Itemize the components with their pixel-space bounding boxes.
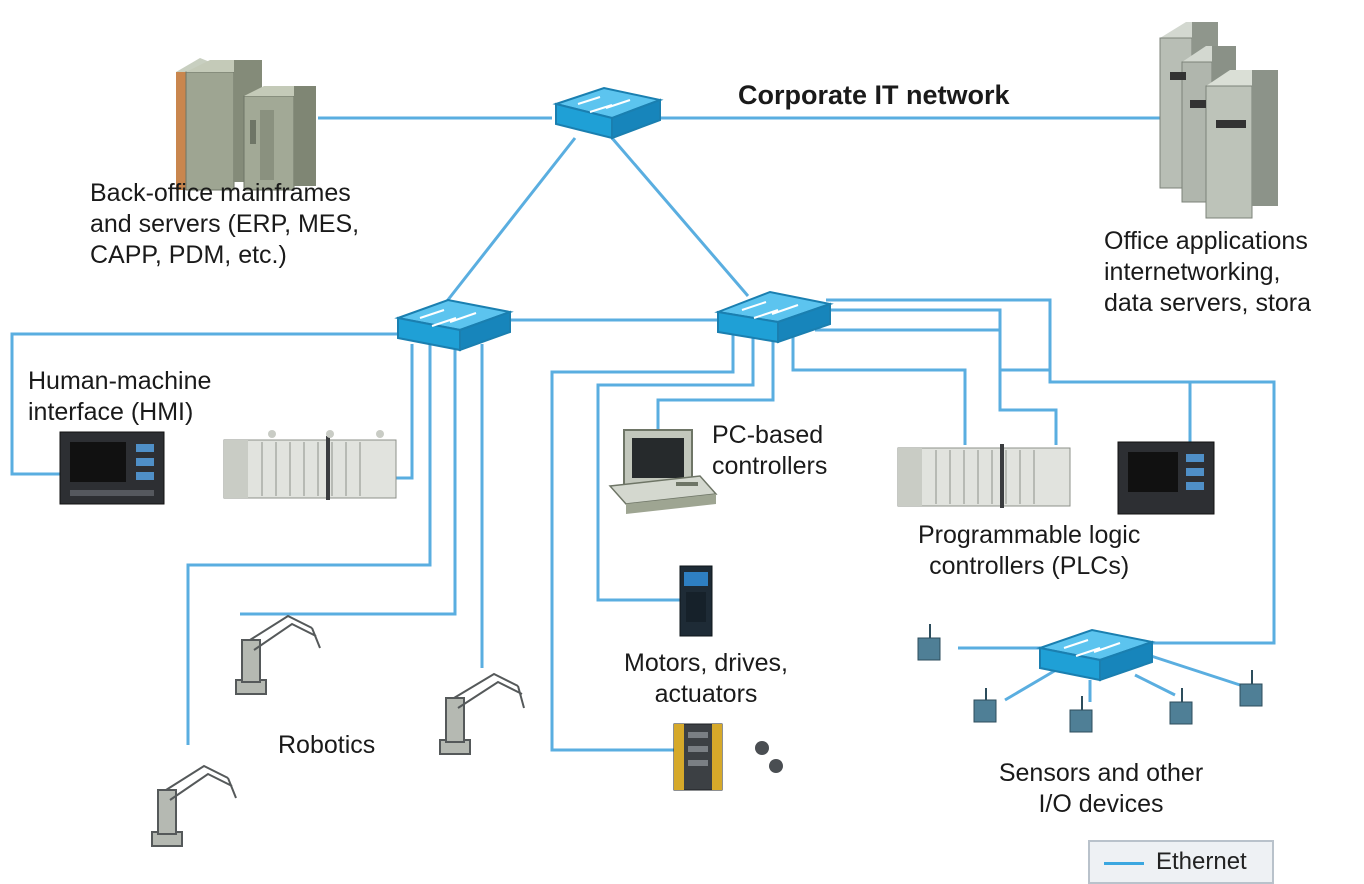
legend-ethernet-line (1104, 862, 1144, 865)
cable-pc (656, 334, 775, 430)
cable-plc-right-2 (815, 328, 1058, 445)
corporate-network-title: Corporate IT network (738, 80, 1010, 110)
sensor-icon-2 (973, 688, 997, 723)
pc-controller-icon (608, 429, 718, 514)
cable-sensor-5 (1147, 653, 1241, 687)
robot-arm-icon-2 (439, 672, 525, 755)
pc-controllers-line-2: controllers (712, 452, 828, 480)
sensor-icon-4 (1169, 688, 1193, 725)
cable-core-switch-left (438, 137, 577, 311)
sensors-label: Sensors and other I/O devices (970, 758, 1232, 820)
motors-line-2: actuators (654, 680, 758, 708)
office-apps-label: Office applications internetworking, dat… (1104, 226, 1311, 319)
cable-plc-right (791, 334, 967, 445)
sensors-line-1: Sensors and other (998, 759, 1204, 787)
motors-label: Motors, drives, actuators (604, 648, 808, 710)
cable-sensor-4 (1134, 673, 1176, 697)
motor-drive-icon (679, 565, 713, 637)
hmi-line-2: interface (HMI) (28, 398, 194, 426)
actuator-icon (755, 741, 783, 773)
office-servers-icon (1159, 22, 1278, 219)
core-switch (552, 86, 664, 140)
hmi-label: Human-machine interface (HMI) (28, 366, 211, 428)
left-switch (394, 298, 514, 352)
cable-robot-2 (240, 344, 457, 616)
cable-motor-drive (596, 334, 755, 602)
mainframe-servers-icon (176, 58, 316, 191)
hmi-panel-right-icon (1117, 441, 1215, 515)
legend-ethernet-label: Ethernet (1156, 848, 1247, 875)
plc-label: Programmable logic controllers (PLCs) (918, 520, 1140, 582)
plc-line-1: Programmable logic (918, 521, 1141, 549)
cable-sensor-2 (1004, 668, 1057, 702)
pc-controllers-line-1: PC-based (712, 421, 824, 449)
io-module-icon (673, 723, 723, 791)
hmi-panel-icon (59, 431, 165, 505)
cable-plc-left (396, 344, 414, 480)
ethernet-cables (10, 116, 1276, 752)
plc-line-2: controllers (PLCs) (929, 552, 1130, 580)
cable-sensor-switch (826, 298, 1276, 645)
robot-arm-icon-3 (151, 764, 237, 847)
office-apps-line-2: internetworking, (1104, 258, 1281, 286)
sensor-icon-1 (917, 624, 941, 661)
robot-arm-icon-1 (235, 614, 321, 695)
sensors-line-2: I/O devices (1038, 790, 1164, 818)
sensor-switch (1036, 628, 1156, 682)
sensor-icon-5 (1239, 670, 1263, 707)
office-apps-line-3: data servers, stora (1104, 289, 1312, 317)
right-switch (714, 290, 834, 344)
hmi-line-1: Human-machine (28, 367, 212, 395)
motors-line-1: Motors, drives, (624, 649, 788, 677)
robotics-label: Robotics (278, 731, 376, 759)
cable-io-module (550, 334, 735, 752)
plc-rack-left-icon (223, 430, 397, 500)
back-office-line-1: Back-office mainframes (90, 179, 351, 207)
cable-hmi (10, 332, 400, 476)
cable-robot-1 (186, 344, 432, 745)
legend-box: Ethernet (1088, 840, 1274, 884)
sensor-icon-3 (1069, 696, 1093, 733)
pc-controllers-label: PC-based controllers (712, 420, 827, 482)
office-apps-line-1: Office applications (1104, 227, 1308, 255)
back-office-label: Back-office mainframes and servers (ERP,… (90, 178, 359, 271)
plc-rack-right-icon (897, 444, 1071, 508)
back-office-line-3: CAPP, PDM, etc.) (90, 241, 287, 269)
cable-core-switch-right (610, 137, 750, 297)
back-office-line-2: and servers (ERP, MES, (90, 210, 360, 238)
